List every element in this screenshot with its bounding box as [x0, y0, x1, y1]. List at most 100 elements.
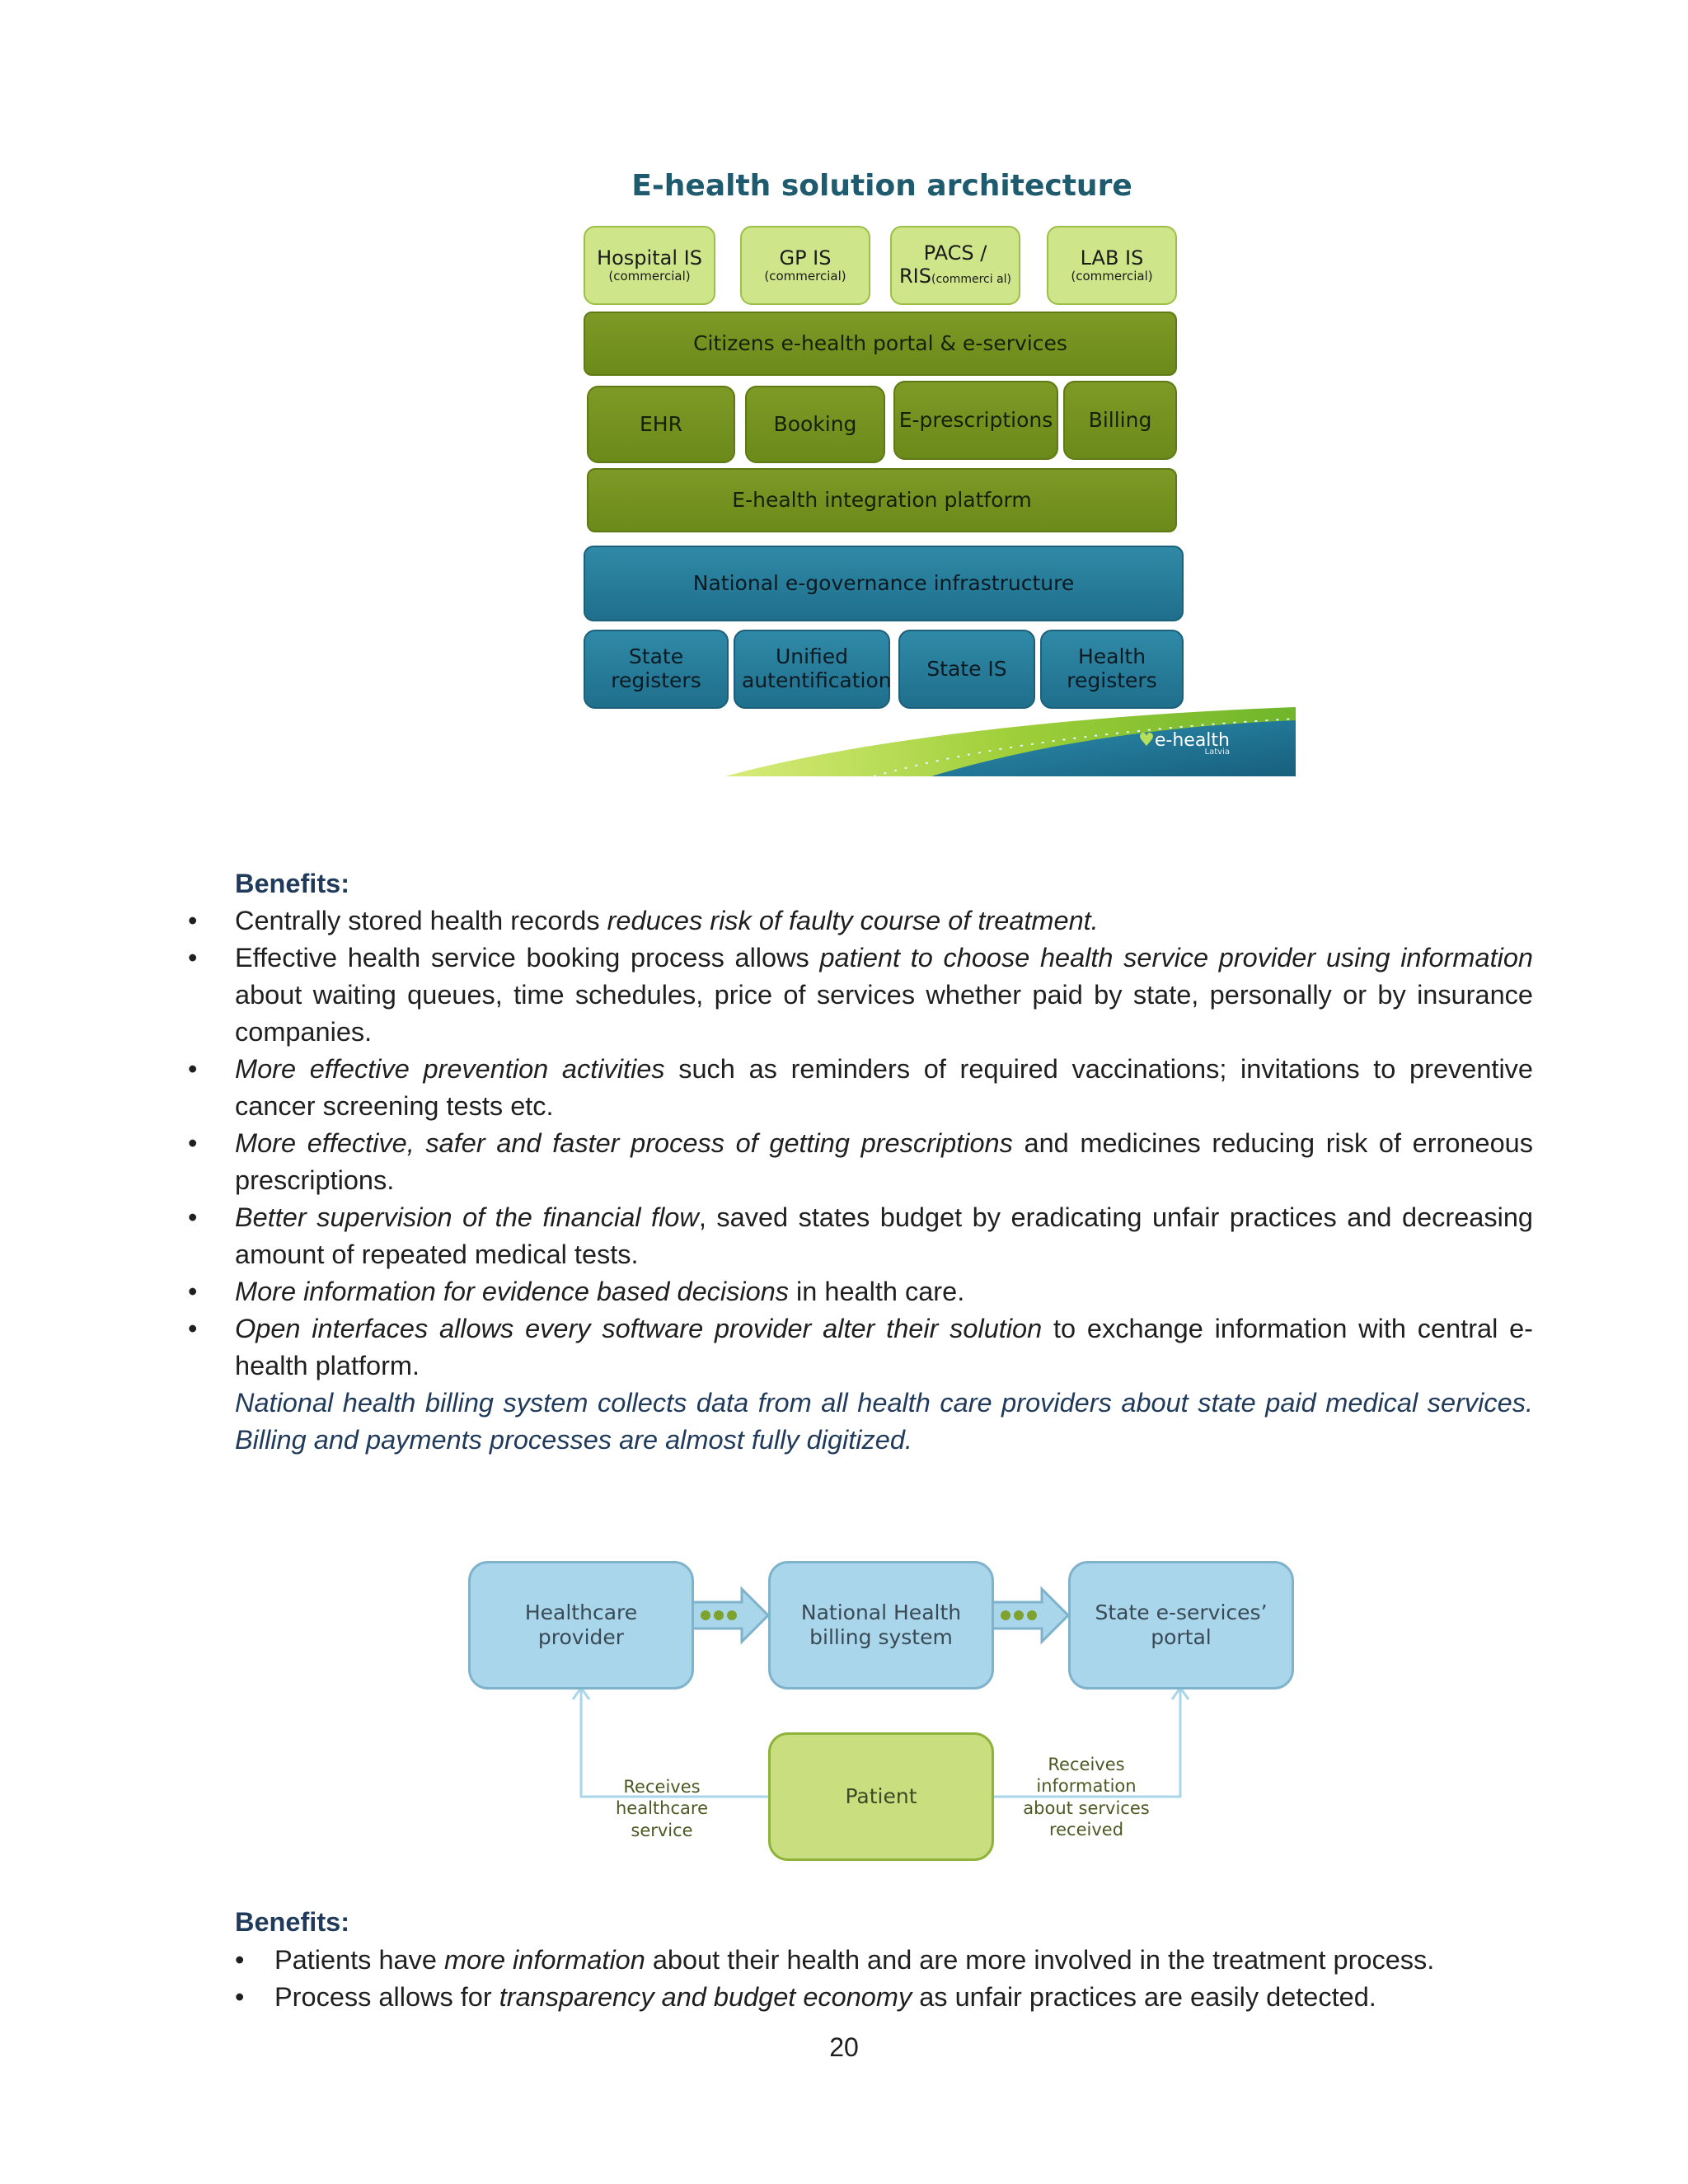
citizens-portal-label: Citizens e-health portal & e-services [693, 330, 1067, 355]
billing-system-label: National Health billing system [800, 1601, 962, 1649]
item-text: Effective health service booking process… [235, 943, 820, 972]
state-is-box: State IS [898, 630, 1035, 709]
booking-box: Booking [745, 386, 885, 463]
list-item: • Open interfaces allows every software … [181, 1310, 1533, 1385]
benefits-heading-1: Benefits: [235, 869, 350, 898]
ehr-box: EHR [587, 386, 735, 463]
list-item: • Centrally stored health records reduce… [181, 902, 1533, 940]
e-prescriptions-box: E-prescriptions [893, 381, 1058, 460]
list-item: • Better supervision of the financial fl… [181, 1199, 1533, 1273]
architecture-title: E-health solution architecture [631, 169, 1132, 203]
receives-service-label: Receives healthcare service [616, 1777, 708, 1840]
gp-is-box: GP IS (commercial) [740, 226, 870, 305]
unified-auth-box: Unified autentification [734, 630, 892, 709]
bullet-icon: • [188, 1314, 198, 1343]
item-text: Centrally stored health records [235, 906, 607, 935]
ehr-label: EHR [640, 411, 682, 436]
closing-paragraph: National health billing system collects … [181, 1385, 1533, 1459]
bullet-icon: • [188, 906, 198, 935]
item-text: Process allows for [274, 1982, 499, 2012]
gp-is-label: GP IS [779, 246, 832, 269]
ehealth-banner: ♥e-health Latvia [725, 707, 1296, 776]
state-registers-label: State registers [611, 644, 701, 692]
pacs-ris-box: PACS / RIS(commerci al) [890, 226, 1020, 305]
item-emphasis: More effective prevention activities [235, 1054, 665, 1084]
state-portal-label: State e-services’ portal [1095, 1601, 1268, 1649]
ehealth-logo-text: e-health [1154, 730, 1230, 751]
egov-infrastructure-bar: National e-governance infrastructure [584, 546, 1184, 621]
closing-text: National health billing system collects … [235, 1388, 1533, 1455]
item-emphasis: Better supervision of the financial flow [235, 1202, 699, 1232]
item-text-rest: and medicines reducing risk of erroneous… [235, 1128, 1533, 1195]
ehealth-logo-sub: Latvia [1204, 748, 1230, 757]
benefits-heading-2: Benefits: [235, 1907, 350, 1937]
health-registers-label: Health registers [1067, 644, 1157, 692]
state-registers-box: State registers [584, 630, 729, 709]
item-emphasis: More effective, safer and faster process… [235, 1128, 1013, 1158]
item-emphasis: More information for evidence based deci… [235, 1277, 790, 1306]
item-text-rest: such as reminders of required vaccinatio… [235, 1054, 1533, 1121]
list-item: • More information for evidence based de… [181, 1273, 1533, 1310]
list-item: • Effective health service booking proce… [181, 940, 1533, 1051]
lab-is-box: LAB IS (commercial) [1047, 226, 1177, 305]
patient-label: Patient [845, 1784, 917, 1808]
bullet-icon: • [188, 1054, 198, 1084]
benefits-section-2: • Patients have more information about t… [235, 1942, 1587, 2016]
bullet-icon: • [235, 1982, 245, 2012]
hospital-is-box: Hospital IS (commercial) [584, 226, 715, 305]
item-text-rest: about their health and are more involved… [645, 1945, 1435, 1975]
health-registers-box: Health registers [1040, 630, 1184, 709]
bullet-icon: • [188, 943, 198, 972]
item-emphasis: Open interfaces allows every software pr… [235, 1314, 1043, 1343]
billing-flow-connectors [571, 1586, 1190, 1798]
hospital-is-sub: (commercial) [608, 269, 691, 284]
state-portal-box: State e-services’ portal [1068, 1561, 1294, 1690]
item-text-rest: to exchange information with central e-h… [235, 1314, 1533, 1380]
ehealth-logo: ♥e-health Latvia [1138, 730, 1230, 757]
list-item: • More effective prevention activities s… [181, 1051, 1533, 1125]
item-emphasis: transparency and budget economy [499, 1982, 912, 2012]
item-text-rest: about waiting queues, time schedules, pr… [235, 980, 1533, 1047]
flow-arrow-2 [991, 1586, 1071, 1645]
billing-box: Billing [1063, 381, 1177, 460]
e-prescriptions-label: E-prescriptions [898, 407, 1053, 432]
booking-label: Booking [773, 411, 857, 436]
benefits-section-1: Benefits: • Centrally stored health reco… [181, 865, 1533, 1459]
list-item: • Patients have more information about t… [235, 1942, 1587, 1979]
item-emphasis: reduces risk of faulty course of treatme… [607, 906, 1099, 935]
healthcare-provider-label: Healthcare provider [524, 1601, 638, 1649]
gp-is-sub: (commercial) [764, 269, 846, 284]
item-text-rest: , saved states budget by eradicating unf… [235, 1202, 1533, 1269]
receives-information-label: Receives information about services rece… [1023, 1755, 1150, 1840]
ris-label: RIS(commerci al) [899, 265, 1011, 288]
heart-icon: ♥ [1138, 730, 1155, 751]
list-item: • Process allows for transparency and bu… [235, 1979, 1587, 2016]
page-number: 20 [829, 2032, 859, 2062]
list-item: • More effective, safer and faster proce… [181, 1125, 1533, 1199]
ris-text: RIS [898, 265, 931, 288]
pacs-label: PACS / [923, 241, 987, 265]
item-emphasis: more information [443, 1945, 645, 1975]
lab-is-sub: (commercial) [1071, 269, 1153, 284]
bullet-icon: • [235, 1945, 245, 1975]
lab-is-label: LAB IS [1080, 246, 1144, 269]
item-text-rest: as unfair practices are easily detected. [912, 1982, 1376, 2012]
state-is-label: State IS [926, 656, 1007, 681]
ris-sub: (commerci al) [931, 273, 1012, 286]
bullet-icon: • [188, 1277, 198, 1306]
hospital-is-label: Hospital IS [597, 246, 702, 269]
healthcare-provider-box: Healthcare provider [468, 1561, 694, 1690]
item-text: Patients have [274, 1945, 444, 1975]
unified-auth-label: Unified autentification [742, 644, 892, 692]
integration-platform-label: E-health integration platform [732, 487, 1032, 512]
egov-infrastructure-label: National e-governance infrastructure [692, 570, 1075, 595]
citizens-portal-bar: Citizens e-health portal & e-services [584, 312, 1177, 376]
item-emphasis: patient to choose health service provide… [819, 943, 1533, 972]
integration-platform-bar: E-health integration platform [587, 468, 1177, 532]
bullet-icon: • [188, 1202, 198, 1232]
flow-arrow-1 [691, 1586, 771, 1645]
patient-box: Patient [768, 1732, 994, 1861]
billing-system-box: National Health billing system [768, 1561, 994, 1690]
billing-label: Billing [1088, 407, 1152, 432]
banner-swoosh [725, 707, 1296, 776]
